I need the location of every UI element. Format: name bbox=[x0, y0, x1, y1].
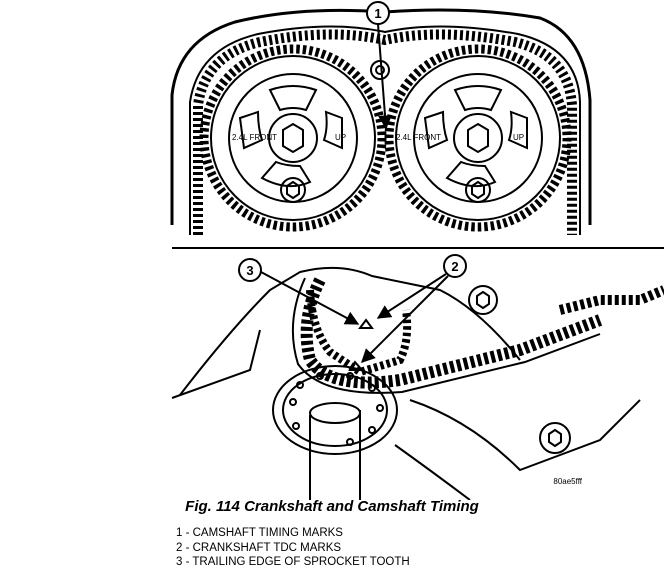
timing-diagram: 2.4L FRONT UP 2.4L FRONT UP 1 bbox=[170, 1, 664, 500]
image-code: 80ae5fff bbox=[553, 477, 582, 486]
crankshaft-view bbox=[171, 266, 664, 500]
legend-item: 3 - TRAILING EDGE OF SPROCKET TOOTH bbox=[176, 556, 410, 568]
figure-caption: Fig. 114 Crankshaft and Camshaft Timing bbox=[185, 498, 479, 515]
left-cam-sprocket bbox=[199, 44, 387, 232]
callout-3-number: 3 bbox=[246, 263, 253, 278]
left-sprocket-up-label: UP bbox=[335, 133, 346, 142]
block-bolt-upper bbox=[468, 285, 498, 315]
left-sprocket-front-label: 2.4L FRONT bbox=[232, 133, 277, 142]
timing-belt-upper bbox=[193, 29, 577, 235]
legend-item: 1 - CAMSHAFT TIMING MARKS bbox=[176, 527, 343, 539]
right-cam-sprocket bbox=[384, 44, 572, 232]
legend-item: 2 - CRANKSHAFT TDC MARKS bbox=[176, 541, 342, 554]
callout-3: 3 bbox=[238, 258, 360, 325]
idler-bolt bbox=[370, 60, 390, 80]
callout-1-number: 1 bbox=[374, 6, 381, 21]
legend-list: 1 - CAMSHAFT TIMING MARKS 2 - CRANKSHAFT… bbox=[176, 526, 410, 570]
callout-2: 2 bbox=[361, 254, 467, 363]
right-sprocket-up-label: UP bbox=[513, 133, 524, 142]
callout-2-number: 2 bbox=[451, 259, 458, 274]
block-bolt-lower bbox=[539, 422, 571, 454]
callout-1: 1 bbox=[366, 1, 393, 130]
right-sprocket-front-label: 2.4L FRONT bbox=[396, 133, 441, 142]
